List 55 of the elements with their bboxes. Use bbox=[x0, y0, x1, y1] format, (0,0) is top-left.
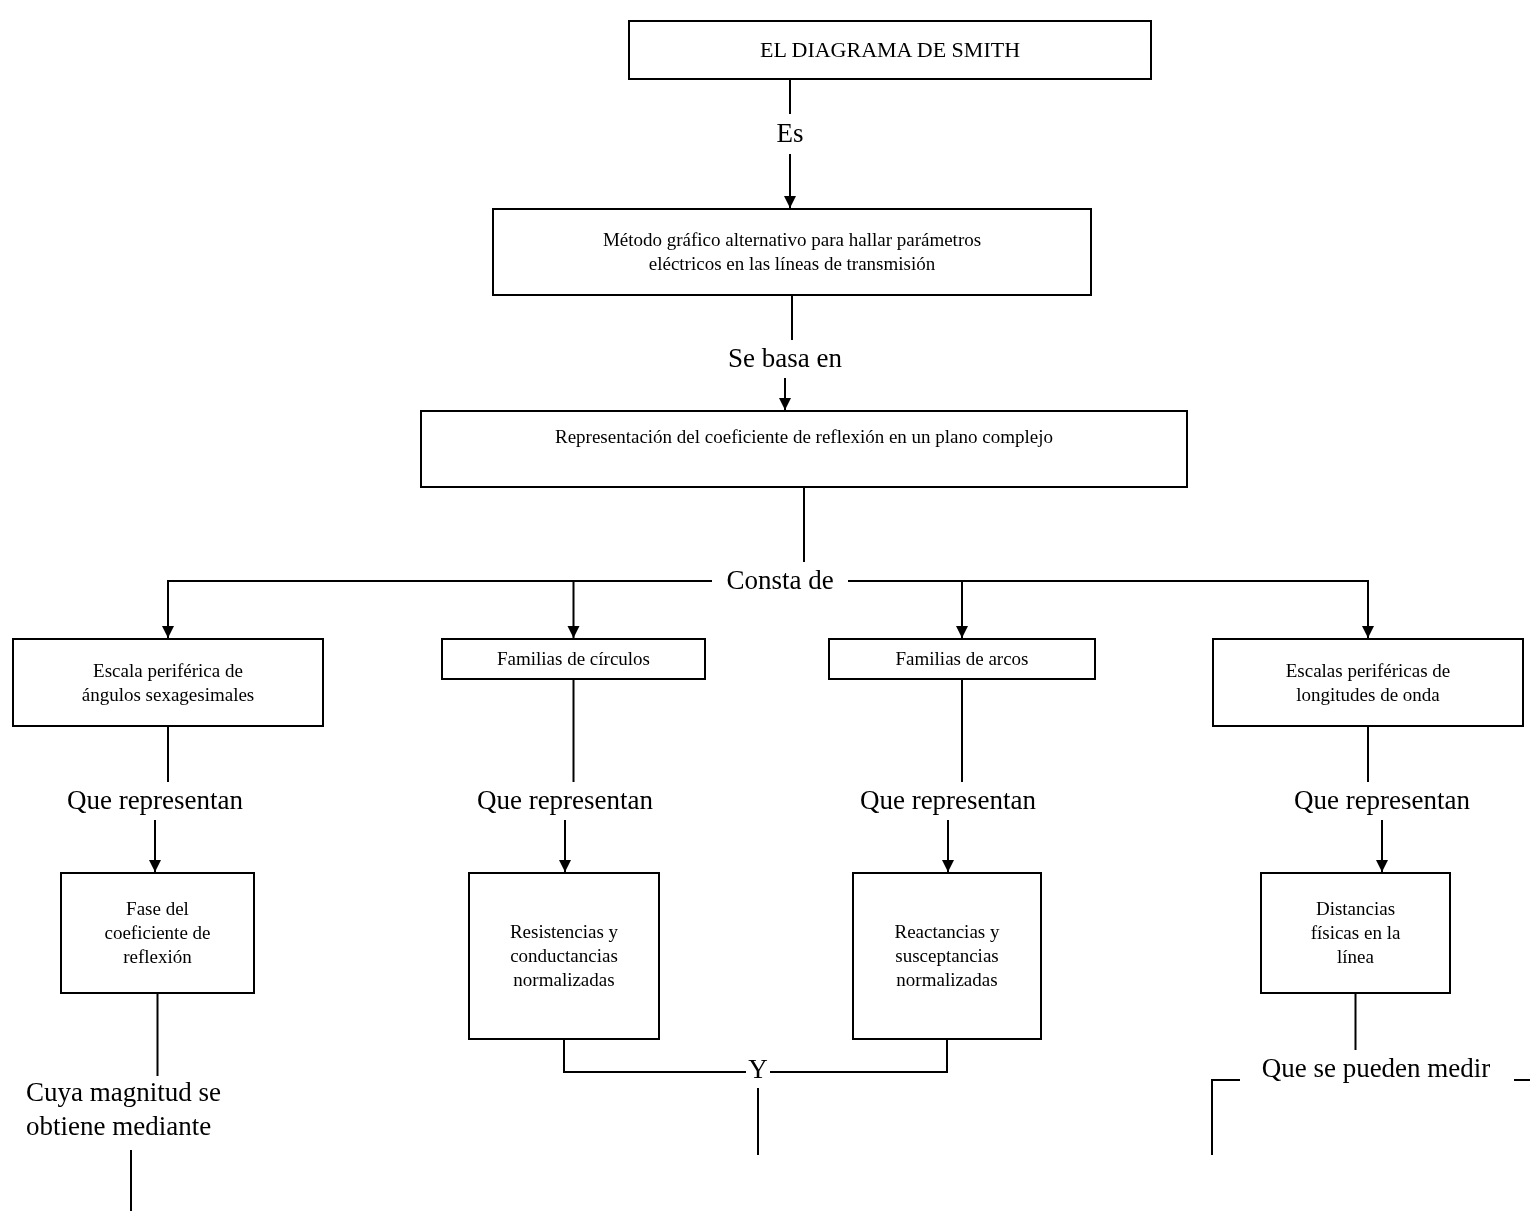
process-box bbox=[492, 208, 1092, 296]
arrow bbox=[559, 819, 571, 873]
relation-label: Que representan bbox=[476, 784, 654, 818]
relation-label: Que se pueden medir bbox=[1261, 1052, 1491, 1086]
arrow bbox=[149, 819, 161, 873]
box-text: Familias de círculos bbox=[497, 647, 650, 671]
box-text: Reactancias y susceptancias normalizadas bbox=[893, 920, 1001, 992]
process-box bbox=[441, 638, 706, 680]
process-box bbox=[1212, 638, 1524, 727]
connector-line bbox=[563, 1039, 747, 1073]
arrow bbox=[567, 580, 713, 639]
arrow bbox=[779, 377, 791, 411]
connector-line bbox=[757, 1087, 759, 1156]
box-text: Método gráfico alternativo para hallar parámetros eléctricos en las líneas de transmisión bbox=[601, 228, 983, 276]
arrow bbox=[1376, 819, 1388, 873]
process-box bbox=[1260, 872, 1451, 994]
box-text: Escala periférica de ángulos sexagesimales bbox=[80, 658, 256, 707]
relation-label: Y bbox=[748, 1053, 768, 1087]
relation-label: Consta de bbox=[726, 564, 834, 598]
connector-line bbox=[156, 993, 159, 1077]
arrow bbox=[942, 819, 954, 873]
connector-line bbox=[789, 79, 791, 115]
connector-line bbox=[769, 1039, 948, 1073]
process-box bbox=[12, 638, 324, 727]
connector-line bbox=[791, 295, 793, 341]
process-box bbox=[828, 638, 1096, 680]
process-box bbox=[852, 872, 1042, 1040]
box-text: Distancias físicas en la línea bbox=[1309, 897, 1402, 969]
relation-label: Se basa en bbox=[728, 342, 842, 376]
box-text: Familias de arcos bbox=[895, 647, 1029, 671]
connector-line bbox=[1354, 993, 1357, 1051]
connector-line bbox=[1513, 1079, 1531, 1081]
relation-label: Que representan bbox=[66, 784, 244, 818]
box-text: Escalas periféricas de longitudes de onda bbox=[1284, 658, 1452, 707]
connector-line bbox=[167, 726, 169, 783]
relation-label: Que representan bbox=[1293, 784, 1471, 818]
arrow bbox=[847, 580, 1374, 639]
connector-line bbox=[803, 487, 805, 563]
connector-line bbox=[130, 1149, 132, 1211]
relation-label: Que representan bbox=[859, 784, 1037, 818]
connector-line bbox=[1367, 726, 1369, 783]
box-text: Representación del coeficiente de reflexión en un plano complejo bbox=[555, 425, 1053, 449]
connector-line bbox=[572, 679, 575, 783]
title-box bbox=[628, 20, 1152, 80]
box-text: Fase del coeficiente de reflexión bbox=[103, 897, 212, 969]
process-box bbox=[420, 410, 1188, 488]
arrow bbox=[784, 153, 796, 209]
relation-label: Cuya magnitud se obtiene mediante bbox=[26, 1076, 222, 1143]
process-box bbox=[468, 872, 660, 1040]
relation-label: Es bbox=[776, 117, 804, 151]
connector-line bbox=[1211, 1079, 1241, 1156]
process-box bbox=[60, 872, 255, 994]
box-text: EL DIAGRAMA DE SMITH bbox=[759, 36, 1021, 64]
box-text: Resistencias y conductancias normalizadas bbox=[508, 920, 620, 992]
connector-line bbox=[961, 679, 963, 783]
